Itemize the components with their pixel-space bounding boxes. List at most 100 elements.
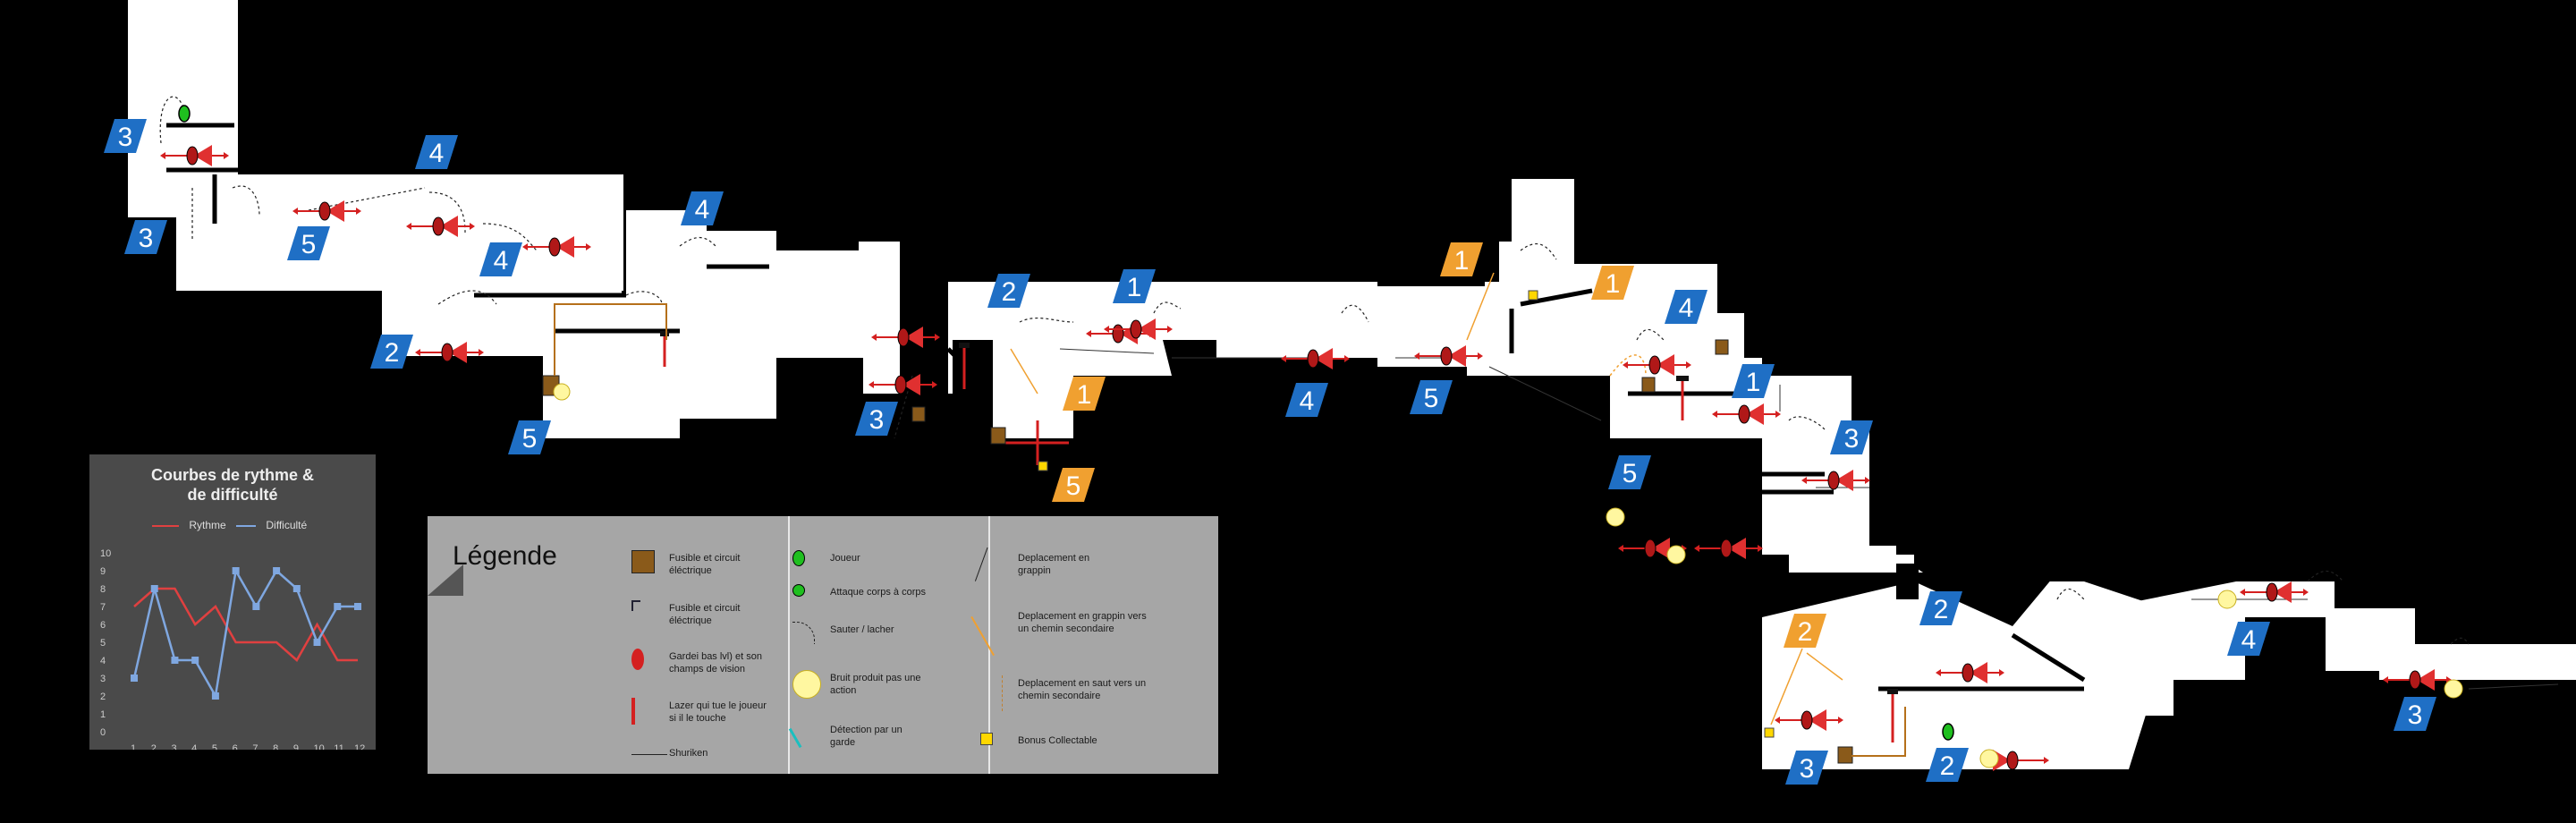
noise-icon (1606, 507, 1625, 527)
difficulte-point (273, 567, 281, 574)
difficulte-point (252, 603, 260, 610)
badge-number: 4 (695, 195, 710, 225)
difficulty-badge: 5 (287, 226, 330, 260)
x-tick-label: 6 (233, 743, 238, 750)
fuse-box-icon (911, 406, 926, 422)
difficulty-badge: 3 (1785, 751, 1828, 785)
difficulte-point (150, 585, 158, 592)
x-tick-label: 12 (354, 743, 365, 750)
legend-divider (988, 516, 990, 774)
y-tick-label: 4 (100, 656, 106, 666)
legend-item-jump-sec: Deplacement en saut vers un chemin secon… (1018, 678, 1147, 701)
difficulty-badge: 3 (2394, 697, 2436, 731)
chart-legend: Rythme Difficulté (152, 519, 314, 531)
secondary-paths (1010, 272, 1843, 725)
fuse-box-icon (1641, 377, 1656, 393)
bonus-icon (1038, 461, 1048, 471)
x-tick-label: 2 (151, 743, 157, 750)
guard-vision-icon (871, 327, 940, 348)
x-tick-label: 4 (191, 743, 197, 750)
y-tick-label: 6 (100, 620, 106, 631)
difficulty-badge: 2 (1926, 748, 1969, 782)
difficulte-point (171, 657, 179, 664)
badge-number: 5 (301, 230, 317, 259)
rhythm-difficulty-chart: Courbes de rythme & de difficulté Rythme… (89, 454, 376, 750)
fuse-box-icon (990, 427, 1006, 445)
legend-difficulte-label: Difficulté (266, 519, 308, 531)
badge-number: 1 (1127, 273, 1142, 302)
guard-vision-icon (869, 374, 937, 395)
guard-vision-icon (1712, 403, 1781, 425)
badge-number: 4 (429, 139, 445, 168)
guard-vision-icon (1775, 709, 1843, 731)
difficulte-point (292, 585, 301, 592)
legend-rythme-label: Rythme (189, 519, 226, 531)
badge-number: 3 (2408, 700, 2423, 730)
badge-number: 5 (1424, 384, 1439, 413)
difficulte-point (313, 639, 321, 646)
x-tick-label: 8 (273, 743, 278, 750)
player-icon (1942, 723, 1954, 741)
difficulty-badge: 3 (1830, 420, 1873, 454)
guard-vision-icon (2240, 581, 2309, 603)
badge-number: 1 (1746, 368, 1761, 397)
circuits (554, 303, 1906, 757)
detection-icon (788, 717, 821, 749)
x-tick-label: 5 (212, 743, 217, 750)
legend-item-laser: Lazer qui tue le joueur si il le touche (669, 700, 767, 724)
difficulte-point (131, 675, 138, 682)
bonus-icon (1528, 290, 1538, 301)
legend-difficulte-swatch (236, 524, 257, 527)
difficulty-badge: 2 (1784, 614, 1826, 648)
laser-icon (1887, 689, 1898, 742)
legend-item-jump: Sauter / lacher (830, 624, 894, 635)
lasers (660, 331, 1898, 742)
bonus-icon (1764, 727, 1775, 738)
y-tick-label: 2 (100, 691, 106, 702)
difficulty-badge: 5 (1410, 380, 1453, 414)
bonus-icon (980, 733, 993, 745)
fuse-hook-icon (631, 600, 640, 611)
player-icon (792, 550, 805, 566)
badge-number: 2 (1940, 751, 1955, 781)
y-tick-label: 0 (100, 727, 106, 738)
badge-number: 5 (1623, 459, 1638, 488)
noise-rings (553, 383, 2463, 768)
badge-number: 1 (1077, 380, 1092, 410)
difficulty-badge: 1 (1113, 269, 1156, 303)
laser-icon (959, 343, 970, 389)
badge-number: 3 (1844, 424, 1860, 454)
guard-vision-icon (160, 145, 229, 166)
legend-item-shuriken: Shuriken (669, 748, 708, 759)
difficulte-point (211, 692, 219, 700)
legend-item-guard: Gardei bas lvl) et son champs de vision (669, 651, 762, 675)
legend-item-grapple: Deplacement en grappin (1018, 553, 1090, 576)
laser-icon (660, 331, 669, 367)
difficulty-badge: 4 (415, 135, 458, 169)
legend-title: Légende (453, 541, 557, 571)
badge-number: 2 (1002, 277, 1017, 307)
jump-arc-icon (792, 622, 815, 644)
fuse-box-icon (1715, 339, 1729, 355)
difficulte-point (334, 603, 342, 610)
jump-secondary-icon (980, 675, 1003, 711)
player-icon (178, 105, 191, 123)
legend-rythme-swatch (152, 524, 179, 527)
legend-item-detect: Détection par un garde (830, 725, 902, 748)
rythme-line (133, 587, 358, 662)
y-tick-label: 1 (100, 709, 106, 720)
laser-icon (1002, 420, 1069, 465)
badge-number: 3 (118, 123, 133, 152)
platforms (166, 123, 2086, 691)
difficulte-point (354, 603, 361, 610)
difficulty-badge: 2 (987, 274, 1030, 308)
difficulty-badge: 3 (124, 220, 167, 254)
guard-vision-icon (631, 649, 644, 670)
difficulty-badge: 5 (1052, 468, 1095, 502)
badge-number: 5 (522, 424, 538, 454)
guard-vision-icon (1801, 470, 1870, 491)
